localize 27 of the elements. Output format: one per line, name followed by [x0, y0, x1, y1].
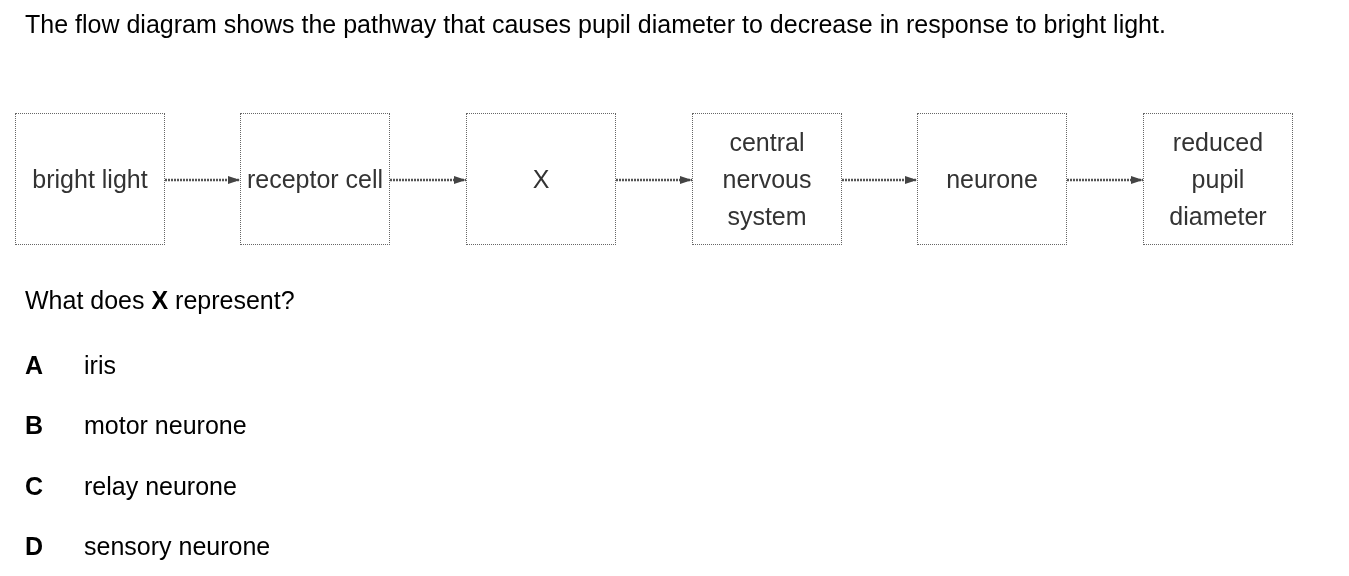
arrow [1067, 176, 1143, 184]
option-text: relay neurone [84, 471, 237, 502]
option-letter: D [25, 531, 45, 562]
option-text: motor neurone [84, 410, 247, 441]
box-label: bright light [32, 163, 148, 195]
process-box [466, 113, 616, 245]
box-label: central nervous system [721, 126, 813, 232]
arrow [165, 176, 240, 184]
box-label: receptor cell [246, 163, 384, 195]
arrow [390, 176, 466, 184]
intro-text: The flow diagram shows the pathway that causes pupil diameter to decrease in response to bright light. [25, 9, 1167, 40]
option-letter: C [25, 471, 45, 502]
process-box [240, 113, 390, 245]
option-letter: B [25, 410, 45, 441]
process-box [1143, 113, 1293, 245]
process-box [917, 113, 1067, 245]
box-label: reduced pupil diameter [1168, 126, 1268, 232]
arrow [616, 176, 692, 184]
arrow [842, 176, 917, 184]
process-box [692, 113, 842, 245]
option-text: iris [84, 350, 116, 381]
option-letter: A [25, 350, 45, 381]
box-label: X [532, 163, 550, 195]
process-box [15, 113, 165, 245]
box-label: neurone [946, 163, 1038, 195]
question-text: What does X represent? [25, 285, 295, 316]
option-text: sensory neurone [84, 531, 271, 562]
